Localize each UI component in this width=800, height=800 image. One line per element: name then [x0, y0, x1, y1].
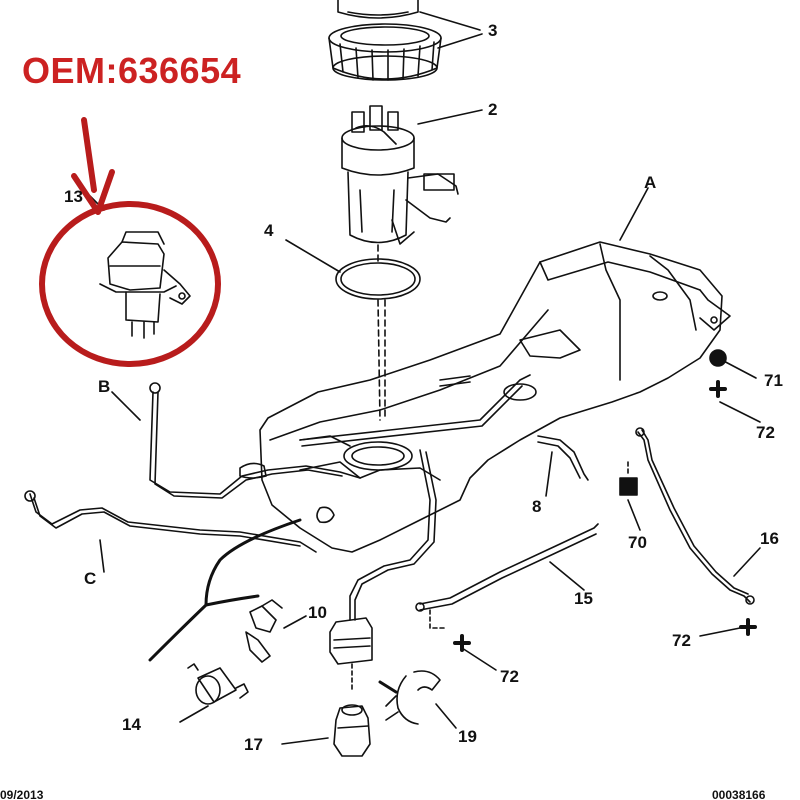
leader-lines: [99, 11, 761, 745]
callout-3: 3: [488, 21, 498, 40]
clip-part-19: [378, 670, 441, 725]
callout-19: 19: [458, 727, 477, 746]
callout-72-center: 72: [500, 667, 519, 686]
valve-part-17: [333, 704, 371, 757]
highlight: [39, 117, 221, 367]
highlight-circle: [39, 201, 221, 367]
callout-71: 71: [764, 371, 783, 390]
pipe-part-16: [635, 427, 755, 605]
callout-C: C: [84, 569, 97, 588]
bracket-part-8: [537, 435, 589, 481]
filter-housing: [329, 617, 373, 691]
callout-2: 2: [488, 100, 498, 119]
callout-17: 17: [244, 735, 263, 754]
marker-71: [709, 349, 727, 367]
footer-reference: 00038166: [712, 788, 766, 800]
cross-marker-72: [453, 380, 757, 652]
retaining-ring-part-3: [328, 23, 442, 81]
fuel-lines: [24, 374, 531, 621]
callout-4: 4: [264, 221, 274, 240]
clip-part-10: [245, 599, 283, 663]
seal-ring-part-4: [335, 258, 421, 300]
filter-part-14: [187, 663, 249, 705]
callout-16: 16: [760, 529, 779, 548]
pipe-part-15: [415, 523, 599, 629]
feed-hoses: [148, 518, 302, 662]
callout-70: 70: [628, 533, 647, 552]
callout-8: 8: [532, 497, 542, 516]
callout-72-lower-right: 72: [672, 631, 691, 650]
highlight-arrow-shaft: [81, 117, 97, 193]
highlight-arrow-head: [71, 169, 115, 215]
oem-label: OEM:636654: [22, 50, 242, 91]
footer-date: 09/2013: [0, 788, 44, 800]
callout-A: A: [644, 173, 657, 192]
callout-14: 14: [122, 715, 141, 734]
fuel-pump-part-2: [341, 105, 459, 245]
callout-13: 13: [64, 187, 83, 206]
fuel-tank-part-A: [239, 241, 731, 553]
lock-ring-top: [337, 0, 419, 19]
callout-72-right: 72: [756, 423, 775, 442]
callout-15: 15: [574, 589, 593, 608]
callout-10: 10: [308, 603, 327, 622]
callout-B: B: [98, 377, 111, 396]
relay-part-13: [99, 231, 191, 339]
plug-part-70: [619, 461, 638, 496]
